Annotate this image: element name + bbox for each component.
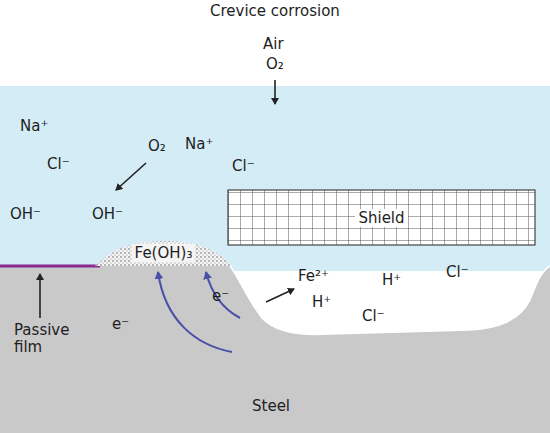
part-label: Passive film xyxy=(14,322,80,357)
electrolyte xyxy=(0,86,550,271)
part-label: Steel xyxy=(252,398,290,415)
electron-arrow xyxy=(206,272,240,318)
electron-label: e⁻ xyxy=(112,316,129,333)
ion-label: Na⁺ xyxy=(20,118,48,135)
crevice-edge xyxy=(230,266,550,334)
electron-label: e⁻ xyxy=(212,288,229,305)
molecule-label: O₂ xyxy=(266,56,284,73)
medium-label: Air xyxy=(263,36,284,53)
rust-deposit xyxy=(95,241,232,266)
deposit-mound: Fe(OH)₃ xyxy=(95,240,232,266)
ion-label: H⁺ xyxy=(382,272,401,289)
ion-label: OH⁻ xyxy=(92,206,123,223)
ion-label: H⁺ xyxy=(312,294,331,311)
steel xyxy=(0,266,550,433)
diagram-title: Crevice corrosion xyxy=(210,3,340,20)
node-text: Shield xyxy=(355,209,407,227)
shield-box: Shield xyxy=(228,190,535,245)
ion-arrow xyxy=(266,289,294,302)
ion-label: OH⁻ xyxy=(10,206,41,223)
ion-label: Na⁺ xyxy=(185,136,213,153)
ion-label: Cl⁻ xyxy=(232,158,255,175)
oxygen-arrow xyxy=(116,163,146,190)
oxygen-arrow xyxy=(274,80,276,104)
node-text: Fe(OH)₃ xyxy=(132,244,196,262)
leader-arrow xyxy=(39,274,41,318)
ion-label: Cl⁻ xyxy=(446,264,469,281)
molecule-label: O₂ xyxy=(148,138,166,155)
passive-film xyxy=(0,265,100,268)
ion-label: Fe²⁺ xyxy=(298,268,329,285)
ion-label: Cl⁻ xyxy=(47,156,70,173)
ion-label: Cl⁻ xyxy=(362,308,385,325)
shield-plate xyxy=(228,190,535,245)
electron-arrow xyxy=(158,272,232,352)
